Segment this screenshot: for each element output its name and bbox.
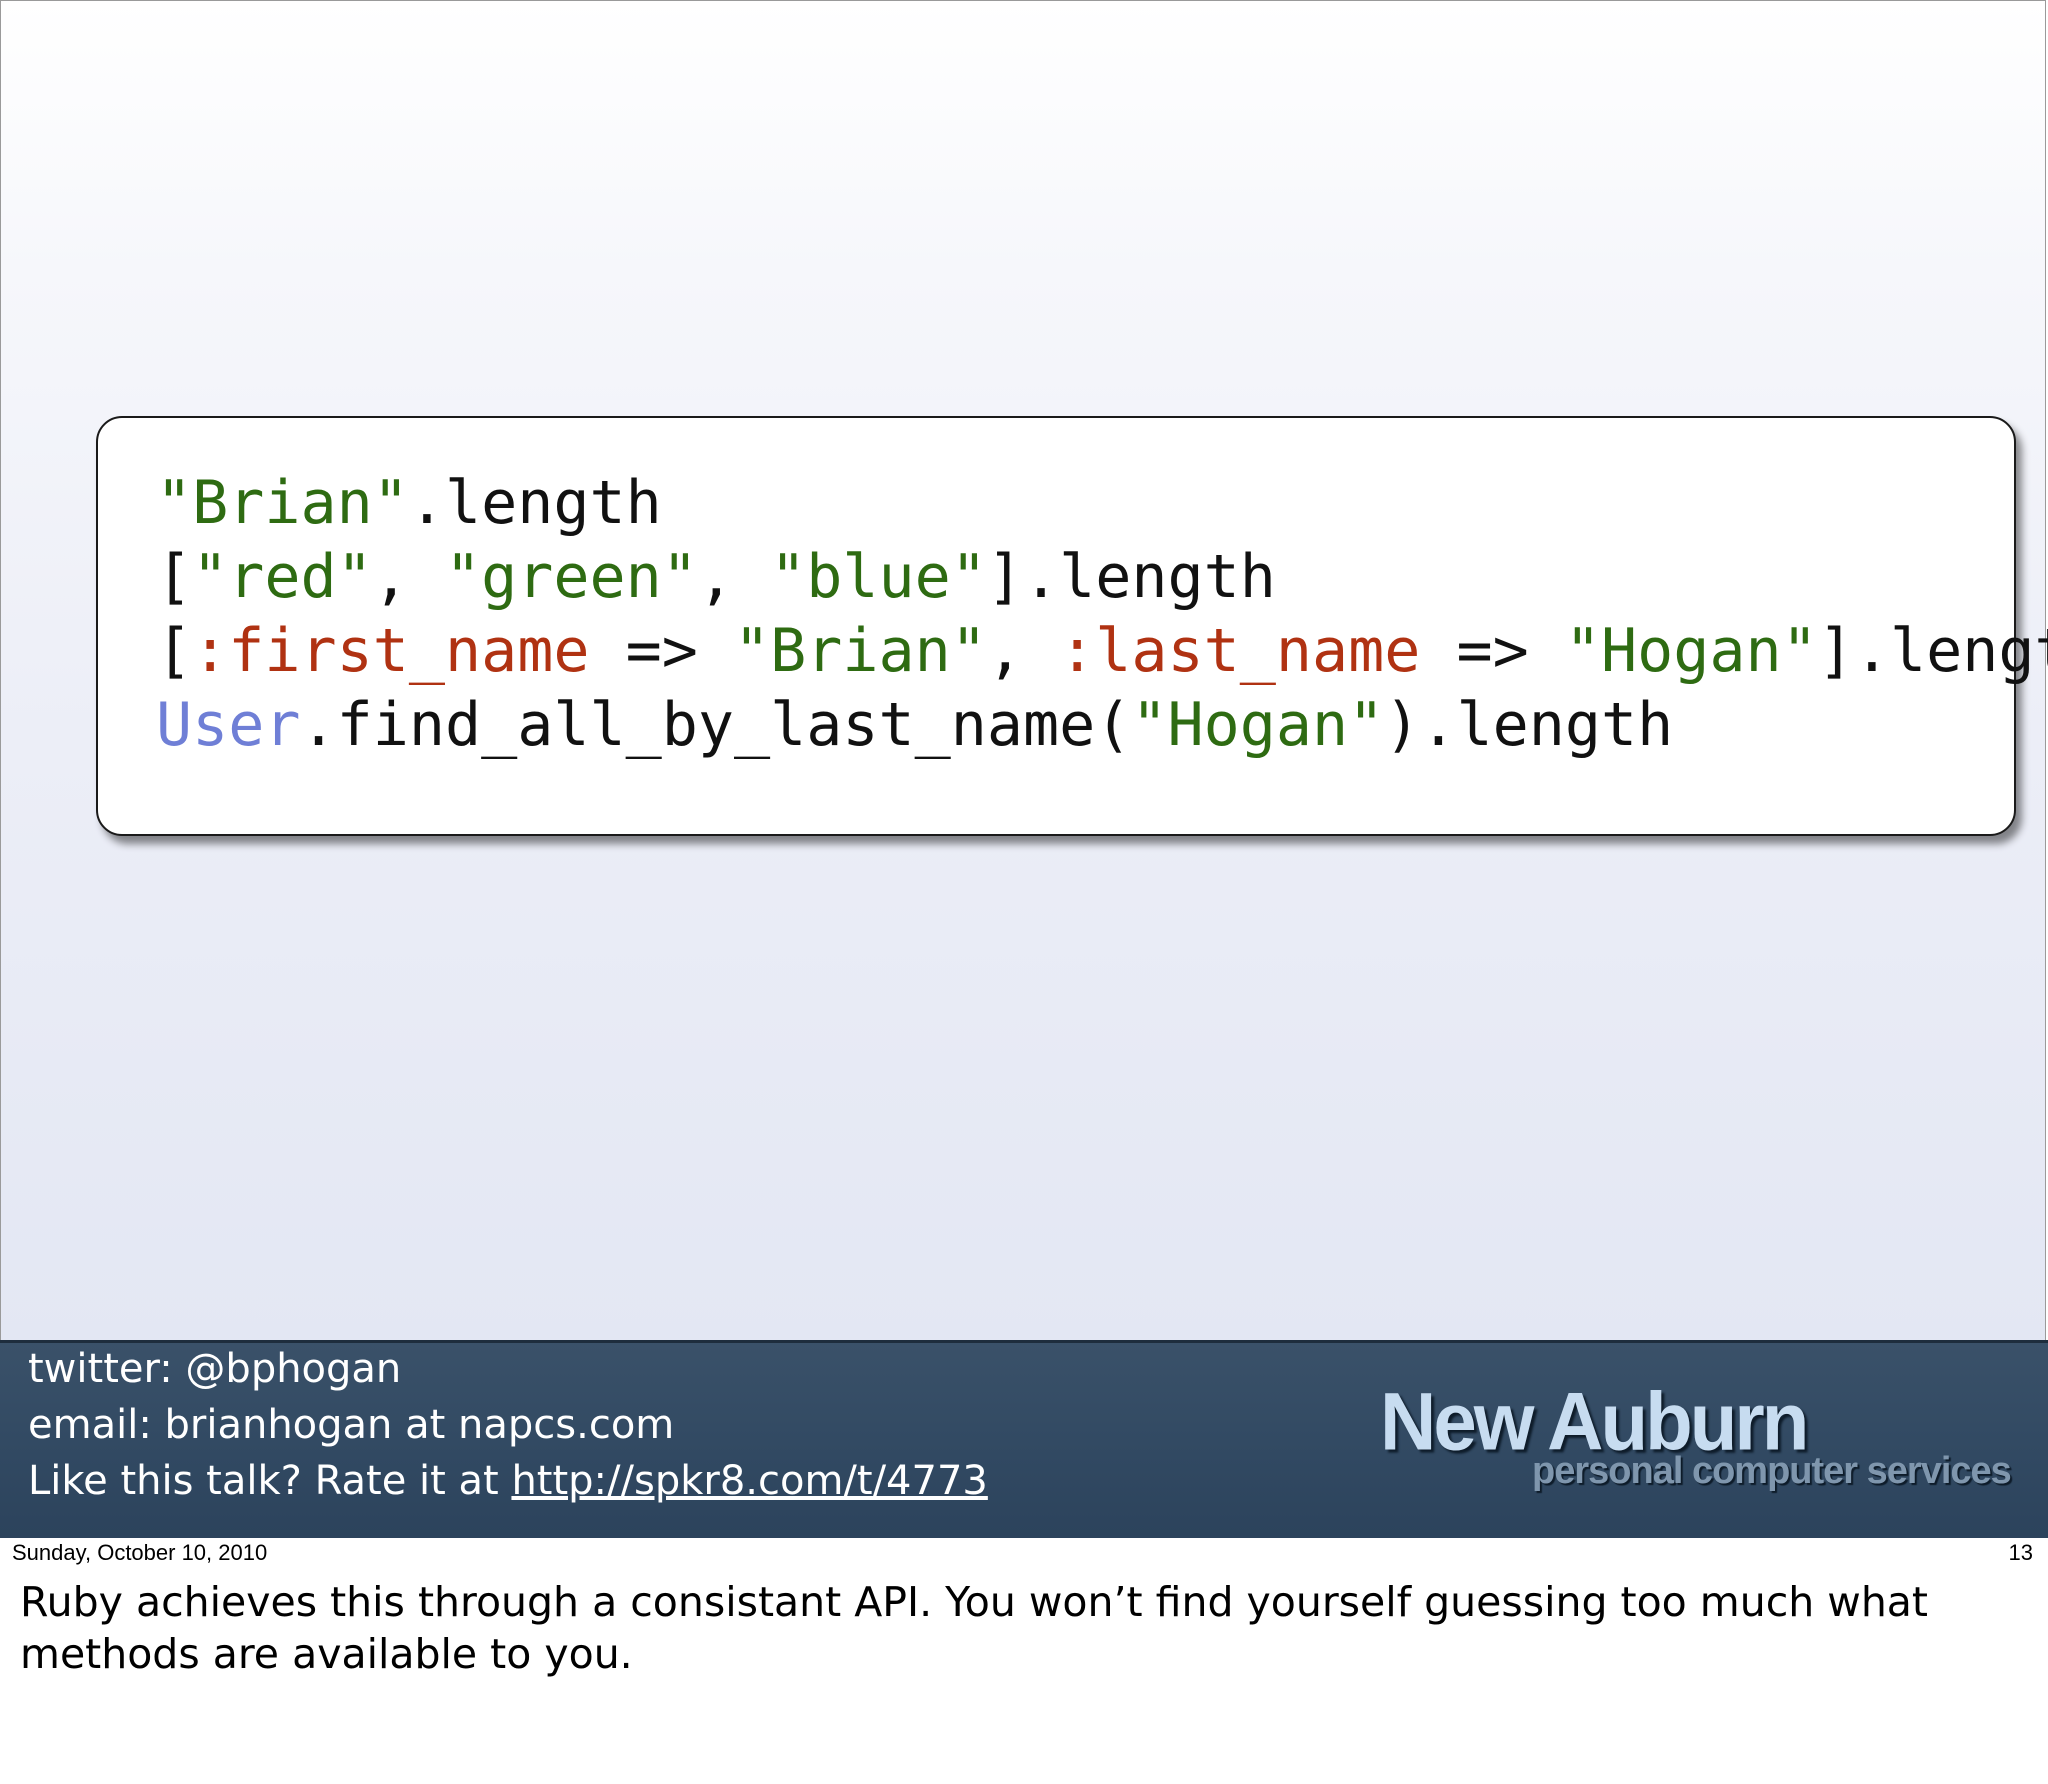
- rate-talk-prefix: Like this talk? Rate it at: [28, 1458, 512, 1504]
- code-token: ].length: [1817, 616, 2048, 686]
- code-token: :last_name: [1059, 616, 1421, 686]
- code-token: "Hogan": [1564, 616, 1818, 686]
- code-token: .find_all_by_last_name(: [300, 690, 1132, 760]
- code-token: [: [156, 542, 193, 612]
- date-label: Sunday, October 10, 2010: [12, 1540, 268, 1565]
- slide: "Brian".length["red", "green", "blue"].l…: [0, 0, 2048, 1538]
- logo-title: New Auburn: [1380, 1374, 1809, 1468]
- code-line: ["red", "green", "blue"].length: [156, 540, 2048, 614]
- code-token: User: [156, 690, 301, 760]
- logo-subtitle: personal computer services: [1532, 1450, 2012, 1492]
- twitter-handle: twitter: @bphogan: [28, 1346, 402, 1392]
- code-token: ].length: [986, 542, 1276, 612]
- code-token: "blue": [770, 542, 987, 612]
- code-token: ,: [697, 542, 771, 612]
- email-address: email: brianhogan at napcs.com: [28, 1402, 675, 1448]
- code-token: [: [156, 616, 193, 686]
- code-token: ).length: [1384, 690, 1674, 760]
- code-token: =>: [589, 616, 734, 686]
- code-token: "Brian": [733, 616, 987, 686]
- footer-bar: [0, 1340, 2048, 1538]
- code-token: "Brian": [156, 468, 409, 538]
- code-token: ,: [986, 616, 1060, 686]
- code-token: "Hogan": [1131, 690, 1385, 760]
- rate-talk-link[interactable]: http://spkr8.com/t/4773: [511, 1458, 988, 1504]
- code-token: .length: [408, 468, 662, 538]
- code-token: ,: [372, 542, 445, 612]
- code-block: "Brian".length["red", "green", "blue"].l…: [156, 466, 2048, 762]
- code-line: "Brian".length: [156, 466, 2048, 540]
- code-line: User.find_all_by_last_name("Hogan").leng…: [156, 688, 2048, 762]
- page-number: 13: [2008, 1540, 2033, 1565]
- code-token: :first_name: [192, 616, 590, 686]
- code-line: [:first_name => "Brian", :last_name => "…: [156, 614, 2048, 688]
- code-token: "red": [192, 542, 373, 612]
- rate-talk-line: Like this talk? Rate it at http://spkr8.…: [28, 1458, 988, 1504]
- new-auburn-logo: New Auburn personal computer services: [1380, 1374, 2020, 1506]
- code-token: "green": [445, 542, 698, 612]
- code-token: =>: [1420, 616, 1565, 686]
- code-card: [96, 416, 2016, 836]
- speaker-notes: Ruby achieves this through a consistant …: [20, 1578, 1929, 1678]
